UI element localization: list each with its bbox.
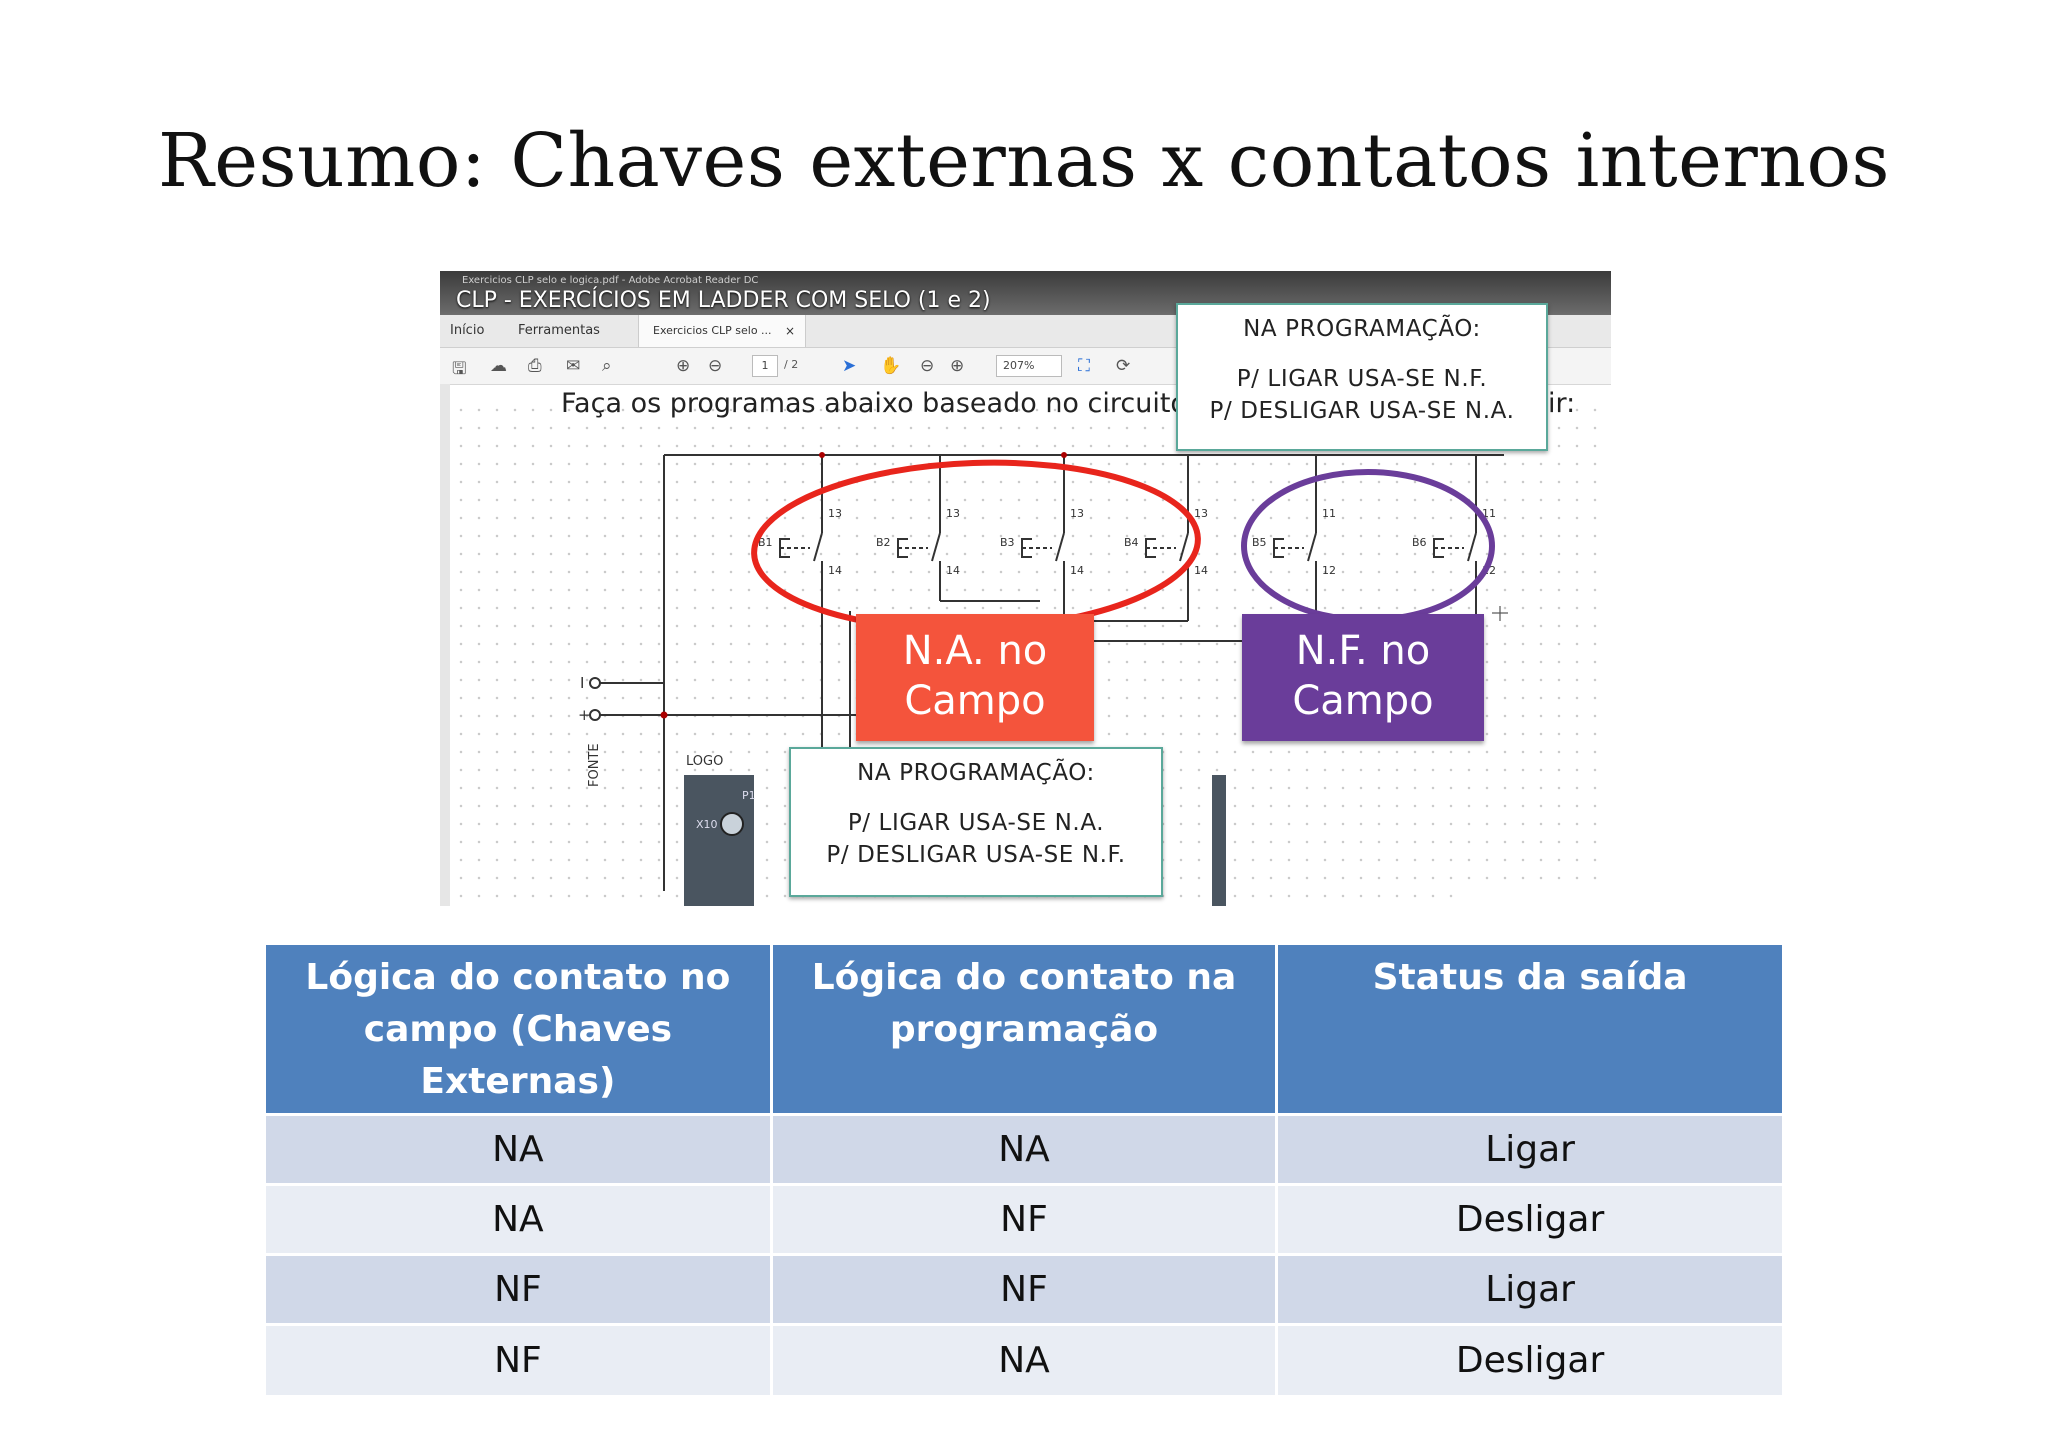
svg-text:P1: P1 [742, 789, 756, 802]
rotate-icon[interactable]: ⟳ [1116, 356, 1131, 376]
save-icon[interactable]: 🖫 [452, 359, 467, 379]
na-field-box: N.A. no Campo [856, 614, 1094, 741]
zoom-out-icon[interactable]: ⊖ [920, 356, 935, 376]
switch-b3-label: B3 [1000, 536, 1015, 549]
nf-field-line2: Campo [1292, 678, 1434, 724]
table-header-row: Lógica do contato no campo (Chaves Exter… [266, 945, 1782, 1115]
switch-b1-label: B1 [758, 536, 773, 549]
svg-text:12: 12 [1322, 564, 1336, 577]
callout-top-line1: P/ LIGAR USA-SE N.F. [1236, 366, 1488, 392]
table-cell: NF [266, 1323, 773, 1395]
svg-text:11: 11 [1322, 507, 1336, 520]
switch-b5-label: B5 [1252, 536, 1267, 549]
zoom-in-icon[interactable]: ⊕ [950, 356, 965, 376]
callout-bottom-line2: P/ DESLIGAR USA-SE N.F. [826, 842, 1126, 868]
header-field-logic: Lógica do contato no campo (Chaves Exter… [266, 945, 773, 1115]
table-cell: NA [266, 1113, 773, 1185]
zoom-select[interactable]: 207% [996, 355, 1062, 377]
page-total: / 2 [784, 358, 799, 371]
email-icon[interactable]: ✉ [566, 356, 581, 376]
circuit-diagram: B1 B2 B3 B4 B5 B6 13 14 13 14 13 14 13 14 11… [578, 452, 1508, 906]
page-up-icon[interactable]: ⊕ [676, 356, 691, 376]
svg-text:I: I [580, 674, 584, 692]
table-cell: Desligar [1276, 1183, 1782, 1255]
fit-page-icon[interactable]: ⛶ [1078, 356, 1090, 376]
callout-bottom: NA PROGRAMAÇÃO: P/ LIGAR USA-SE N.A. P/ … [789, 747, 1163, 897]
table-cell: NA [771, 1323, 1279, 1395]
na-field-line2: Campo [904, 678, 1046, 724]
svg-text:13: 13 [1194, 507, 1208, 520]
table-cell: NF [771, 1253, 1279, 1325]
tab-document-label: Exercicios CLP selo ... [653, 324, 772, 337]
svg-text:LOGO: LOGO [686, 754, 723, 769]
hand-tool-icon[interactable]: ✋ [880, 356, 902, 376]
svg-text:13: 13 [1070, 507, 1084, 520]
video-title: CLP - EXERCÍCIOS EM LADDER COM SELO (1 e… [456, 288, 991, 313]
table-row: NF NF Ligar [266, 1253, 1782, 1325]
acrobat-window-title: Exercicios CLP selo e logica.pdf - Adobe… [462, 275, 759, 286]
na-field-line1: N.A. no [902, 628, 1048, 674]
source-label: FONTE [587, 743, 602, 787]
page-number-input[interactable]: 1 [752, 355, 778, 377]
header-program-logic: Lógica do contato na programação [771, 945, 1279, 1115]
svg-text:+: + [578, 706, 591, 724]
table-cell: Desligar [1276, 1323, 1782, 1395]
switch-b4-label: B4 [1124, 536, 1139, 549]
table-cell: Ligar [1276, 1113, 1782, 1185]
embedded-screenshot: Exercicios CLP selo e logica.pdf - Adobe… [440, 271, 1611, 906]
tab-home[interactable]: Início [450, 323, 485, 338]
table-cell: NF [266, 1253, 773, 1325]
tab-document[interactable]: Exercicios CLP selo ... × [638, 315, 806, 347]
callout-top-line2: P/ DESLIGAR USA-SE N.A. [1209, 398, 1515, 424]
svg-text:14: 14 [1194, 564, 1208, 577]
cloud-upload-icon[interactable]: ☁ [490, 356, 507, 376]
tab-close-icon[interactable]: × [785, 324, 796, 338]
screenshot-edge [1458, 891, 1611, 906]
switch-b6-label: B6 [1412, 536, 1427, 549]
header-output-status: Status da saída [1276, 945, 1782, 1115]
select-pointer-icon[interactable]: ➤ [842, 356, 857, 376]
svg-text:14: 14 [1070, 564, 1084, 577]
summary-table: Lógica do contato no campo (Chaves Exter… [266, 945, 1782, 1395]
callout-top-heading: NA PROGRAMAÇÃO: [1243, 316, 1481, 342]
table-cell: Ligar [1276, 1253, 1782, 1325]
switch-b2-label: B2 [876, 536, 891, 549]
table-cell: NF [771, 1183, 1279, 1255]
svg-text:13: 13 [946, 507, 960, 520]
table-cell: NA [266, 1183, 773, 1255]
search-icon[interactable]: ⌕ [602, 356, 612, 376]
callout-bottom-line1: P/ LIGAR USA-SE N.A. [847, 810, 1105, 836]
document-instruction: Faça os programas abaixo baseado no circ… [561, 388, 1187, 419]
svg-text:14: 14 [828, 564, 842, 577]
tab-tools[interactable]: Ferramentas [518, 323, 600, 338]
table-row: NA NF Desligar [266, 1183, 1782, 1255]
table-cell: NA [771, 1113, 1279, 1185]
page-down-icon[interactable]: ⊖ [708, 356, 723, 376]
nf-field-box: N.F. no Campo [1242, 614, 1484, 741]
svg-text:X10: X10 [696, 818, 718, 831]
document-instruction-end: ir: [1548, 388, 1576, 419]
svg-text:14: 14 [946, 564, 960, 577]
print-icon[interactable]: ⎙ [528, 356, 542, 376]
table-row: NA NA Ligar [266, 1113, 1782, 1185]
table-row: NF NA Desligar [266, 1323, 1782, 1395]
slide-title: Resumo: Chaves externas x contatos inter… [158, 118, 1890, 204]
callout-top: NA PROGRAMAÇÃO: P/ LIGAR USA-SE N.F. P/ … [1176, 303, 1548, 451]
left-panel-bar [440, 384, 450, 906]
callout-bottom-heading: NA PROGRAMAÇÃO: [857, 760, 1095, 786]
svg-text:13: 13 [828, 507, 842, 520]
nf-field-line1: N.F. no [1295, 628, 1431, 674]
